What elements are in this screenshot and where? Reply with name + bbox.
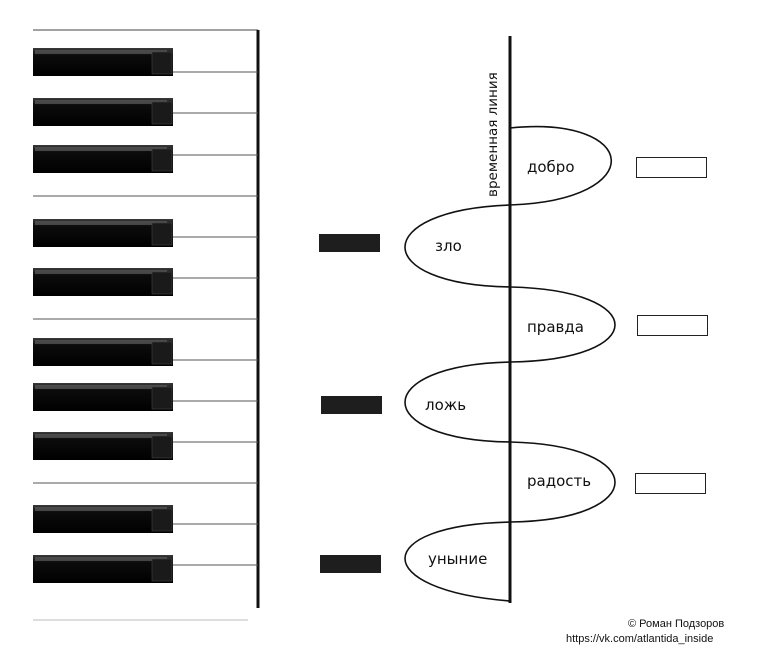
black-key-tip — [151, 386, 173, 410]
black-key-highlight — [35, 507, 167, 511]
black-key[interactable] — [33, 338, 173, 366]
black-key-highlight — [35, 434, 167, 438]
black-key-tip — [151, 51, 173, 75]
answer-box-lozh[interactable] — [321, 396, 382, 414]
answer-box-pravda[interactable] — [637, 315, 708, 336]
black-key-highlight — [35, 340, 167, 344]
black-key-highlight — [35, 50, 167, 54]
black-key-highlight — [35, 147, 167, 151]
black-key-highlight — [35, 385, 167, 389]
black-key-highlight — [35, 100, 167, 104]
black-key[interactable] — [33, 98, 173, 126]
word-dobro: добро — [527, 158, 575, 176]
black-key-tip — [151, 222, 173, 246]
word-radost: радость — [527, 472, 592, 490]
black-key-tip — [151, 435, 173, 459]
black-key[interactable] — [33, 555, 173, 583]
black-key-tip — [151, 271, 173, 295]
black-key-tip — [151, 148, 173, 172]
answer-box-dobro[interactable] — [636, 157, 707, 178]
answer-box-radost[interactable] — [635, 473, 706, 494]
word-zlo: зло — [435, 237, 462, 255]
word-lozh: ложь — [425, 396, 467, 414]
black-key[interactable] — [33, 268, 173, 296]
wave-curve — [404, 125, 616, 602]
black-key-highlight — [35, 270, 167, 274]
black-key-tip — [151, 341, 173, 365]
black-key[interactable] — [33, 219, 173, 247]
word-pravda: правда — [527, 318, 584, 336]
piano-keyboard — [33, 29, 260, 621]
word-unynie: уныние — [428, 550, 488, 568]
black-key-highlight — [35, 221, 167, 225]
black-key[interactable] — [33, 48, 173, 76]
author-credit: © Роман Подзоров — [628, 618, 725, 630]
black-key[interactable] — [33, 145, 173, 173]
black-key-tip — [151, 101, 173, 125]
source-url[interactable]: https://vk.com/atlantida_inside — [566, 633, 714, 645]
black-key-highlight — [35, 557, 167, 561]
black-key[interactable] — [33, 383, 173, 411]
timeline-label: временная линия — [485, 72, 501, 197]
black-key[interactable] — [33, 505, 173, 533]
answer-box-zlo[interactable] — [319, 234, 380, 252]
black-key-tip — [151, 508, 173, 532]
answer-box-unynie[interactable] — [320, 555, 381, 573]
wave-group — [404, 36, 616, 603]
black-key[interactable] — [33, 432, 173, 460]
black-key-tip — [151, 558, 173, 582]
